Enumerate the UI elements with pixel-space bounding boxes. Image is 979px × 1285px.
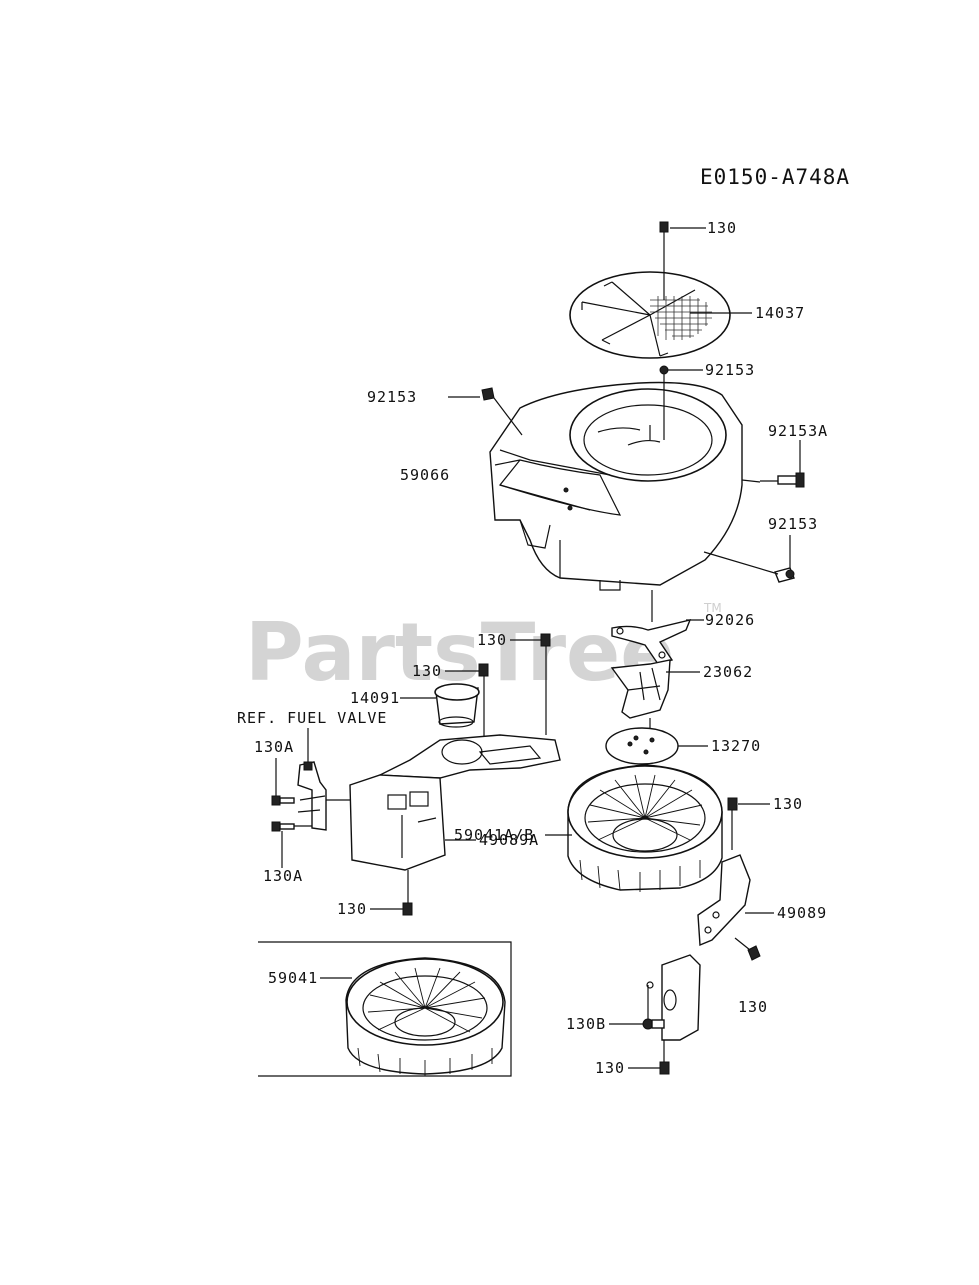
part-92153-bolt-left[interactable] bbox=[481, 387, 495, 401]
part-130-14091-bolt[interactable] bbox=[478, 663, 489, 677]
part-130-baffle-bolt[interactable] bbox=[747, 945, 761, 961]
callout-14037: 14037 bbox=[755, 304, 805, 322]
part-130A-bolt-bottom[interactable] bbox=[271, 821, 295, 832]
callout-130-bottom: 130 bbox=[595, 1059, 625, 1077]
callout-130A-top: 130A bbox=[254, 738, 294, 756]
part-130-bottom-bolt[interactable] bbox=[659, 1061, 670, 1075]
part-59041AB-flywheel[interactable] bbox=[567, 764, 723, 892]
part-130-top-bolt[interactable] bbox=[659, 221, 669, 240]
callout-92153-left: 92153 bbox=[367, 388, 417, 406]
ref-fuel-valve-label: REF. FUEL VALVE bbox=[237, 709, 387, 727]
part-49089A-baffle[interactable] bbox=[349, 734, 561, 871]
callout-130-bottom-left: 130 bbox=[337, 900, 367, 918]
callout-130A-bottom: 130A bbox=[263, 867, 303, 885]
part-92026-plate[interactable] bbox=[611, 619, 692, 665]
part-59041-flywheel[interactable] bbox=[345, 957, 506, 1076]
callout-23062: 23062 bbox=[703, 663, 753, 681]
part-92153A-bolt[interactable] bbox=[777, 472, 805, 488]
part-23062-bracket[interactable] bbox=[610, 659, 671, 719]
part-49089-baffle[interactable] bbox=[646, 854, 751, 1041]
callout-49089A: 49089A bbox=[479, 831, 539, 849]
part-92153-bolt-top[interactable] bbox=[659, 365, 669, 375]
watermark-tm: TM bbox=[703, 601, 722, 615]
callout-92153: 92153 bbox=[705, 361, 755, 379]
callout-59041: 59041 bbox=[268, 969, 318, 987]
callout-59066: 59066 bbox=[400, 466, 450, 484]
part-14091-cup[interactable] bbox=[434, 683, 480, 728]
part-fuel-valve-bracket[interactable] bbox=[297, 761, 327, 831]
part-130-flywheel-bolt[interactable] bbox=[727, 797, 738, 811]
part-130-bottom-left-bolt[interactable] bbox=[402, 902, 413, 916]
callout-92153-right: 92153 bbox=[768, 515, 818, 533]
part-59066-shroud[interactable] bbox=[489, 381, 761, 591]
callout-49089: 49089 bbox=[777, 904, 827, 922]
callout-130-14091: 130 bbox=[412, 662, 442, 680]
diagram-code: E0150-A748A bbox=[700, 165, 850, 189]
part-13270-plate[interactable] bbox=[605, 727, 679, 765]
callout-14091: 14091 bbox=[350, 689, 400, 707]
part-92153-bolt-right[interactable] bbox=[774, 567, 795, 583]
callout-130: 130 bbox=[707, 219, 737, 237]
leader bbox=[703, 551, 779, 575]
callout-130-flywheel: 130 bbox=[773, 795, 803, 813]
part-130A-bolt-top[interactable] bbox=[271, 795, 295, 806]
part-14037-screen[interactable] bbox=[569, 271, 731, 359]
callout-130-right: 130 bbox=[738, 998, 768, 1016]
leader bbox=[493, 397, 523, 436]
part-130B-bolt[interactable] bbox=[642, 1018, 665, 1030]
callout-92026: 92026 bbox=[705, 611, 755, 629]
part-130-mid-bolt[interactable] bbox=[540, 633, 551, 647]
callout-130B: 130B bbox=[566, 1015, 606, 1033]
inset-box bbox=[258, 941, 512, 1077]
callout-92153A: 92153A bbox=[768, 422, 828, 440]
callout-13270: 13270 bbox=[711, 737, 761, 755]
callout-130-mid: 130 bbox=[477, 631, 507, 649]
leader bbox=[734, 937, 751, 951]
